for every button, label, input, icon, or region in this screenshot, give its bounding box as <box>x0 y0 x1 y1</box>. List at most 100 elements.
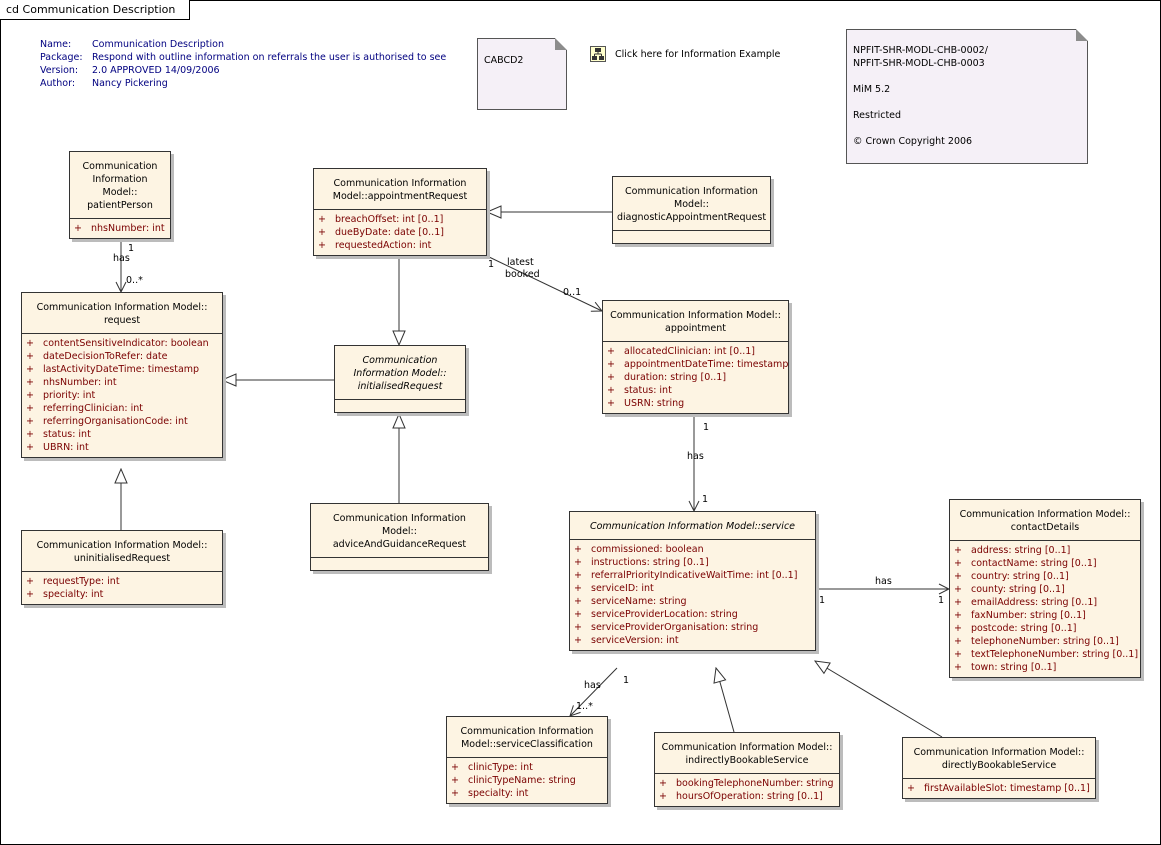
class-attribute: USRN: string <box>607 397 788 410</box>
note-restricted: Restricted <box>853 110 902 121</box>
class-attribute: telephoneNumber: string [0..1] <box>954 635 1140 648</box>
class-attribute: serviceProviderOrganisation: string <box>574 621 815 634</box>
class-name-line: Communication Information Model:: <box>913 747 1085 758</box>
class-name-line: diagnosticAppointmentRequest <box>617 212 767 223</box>
class-attributes: contentSensitiveIndicator: boolean dateD… <box>22 334 222 457</box>
class-name-line: initialisedRequest <box>357 381 443 392</box>
class-attribute: serviceName: string <box>574 595 815 608</box>
class-indirectly-bookable-service[interactable]: Communication Information Model:: indire… <box>654 732 840 807</box>
class-attribute: UBRN: int <box>26 441 222 454</box>
class-attribute: county: string [0..1] <box>954 583 1140 596</box>
class-attribute: requestedAction: int <box>318 239 486 252</box>
header-key: Package: <box>40 52 83 63</box>
assoc-label: has <box>113 253 130 264</box>
class-name-line: Communication Information <box>333 513 466 524</box>
class-initialised-request[interactable]: Communication Information Model:: initia… <box>334 345 466 413</box>
class-name-line: Communication Information Model:: <box>959 509 1131 520</box>
class-attribute: priority: int <box>26 389 222 402</box>
multiplicity: 1 <box>819 595 826 606</box>
class-name-line: contactDetails <box>1010 522 1080 533</box>
class-attributes <box>335 400 465 412</box>
class-service[interactable]: Communication Information Model::service… <box>569 511 816 651</box>
class-name: Communication Information Model:: initia… <box>335 346 465 400</box>
class-attribute: status: int <box>26 428 222 441</box>
class-name-line: Model:: <box>102 187 138 198</box>
class-name-line: Information Model:: <box>353 368 447 379</box>
class-service-classification[interactable]: Communication Information Model::service… <box>446 716 608 804</box>
info-example-link[interactable]: Click here for Information Example <box>590 46 780 62</box>
class-attribute: bookingTelephoneNumber: string <box>659 777 839 790</box>
diagram-tab[interactable]: cd Communication Description <box>0 0 191 20</box>
assoc-label: has <box>687 451 704 462</box>
multiplicity: 1 <box>702 494 709 505</box>
class-name: Communication Information Model::appoint… <box>314 169 486 210</box>
class-name-line: Model::serviceClassification <box>461 739 593 750</box>
note-metadata[interactable]: NPFIT-SHR-MODL-CHB-0002/ NPFIT-SHR-MODL-… <box>846 29 1088 164</box>
header-value: Communication Description <box>92 39 225 50</box>
class-name-line: indirectlyBookableService <box>685 755 809 766</box>
class-name-line: Model:: <box>674 199 709 210</box>
multiplicity: 0..1 <box>563 287 582 298</box>
class-name: Communication Information Model:: uninit… <box>22 531 222 572</box>
class-name: Communication Information Model:: reques… <box>22 293 222 334</box>
class-name-line: patientPerson <box>87 200 153 211</box>
class-name-line: Communication Information Model:: <box>36 540 208 551</box>
class-request[interactable]: Communication Information Model:: reques… <box>21 292 223 458</box>
gen-indirectly-service[interactable] <box>716 668 735 733</box>
multiplicity: 1..* <box>576 701 593 712</box>
class-patient-person[interactable]: Communication Information Model:: patien… <box>69 151 171 239</box>
assoc-appointmentrequest-appointment[interactable] <box>486 255 602 311</box>
class-name-line: Communication <box>82 161 158 172</box>
class-appointment[interactable]: Communication Information Model:: appoin… <box>602 300 789 414</box>
class-name-line: Model:: <box>382 526 417 537</box>
note-cabcd[interactable]: CABCD2 <box>477 38 567 110</box>
class-attribute: nhsNumber: int <box>26 376 222 389</box>
class-attribute: contentSensitiveIndicator: boolean <box>26 337 222 350</box>
class-name-line: request <box>103 315 141 326</box>
multiplicity: 1 <box>703 422 710 433</box>
class-appointment-request[interactable]: Communication Information Model::appoint… <box>313 168 487 256</box>
assoc-service-classification[interactable] <box>570 667 618 716</box>
note-fold-icon <box>1076 29 1088 41</box>
class-name-line: Model::appointmentRequest <box>332 191 468 202</box>
gen-directly-service[interactable] <box>815 661 943 738</box>
class-attribute: specialty: int <box>451 787 607 800</box>
class-attribute: referralPriorityIndicativeWaitTime: int … <box>574 569 815 582</box>
class-diagnostic-appointment-request[interactable]: Communication Information Model:: diagno… <box>612 176 771 244</box>
class-attributes: bookingTelephoneNumber: string hoursOfOp… <box>655 774 839 806</box>
class-name: Communication Information Model:: diagno… <box>613 177 770 231</box>
class-attribute: specialty: int <box>26 588 222 601</box>
class-name-line: Communication Information Model:: <box>610 310 781 321</box>
header-key: Author: <box>40 78 76 89</box>
class-attributes: requestType: int specialty: int <box>22 572 222 604</box>
class-attribute: hoursOfOperation: string [0..1] <box>659 790 839 803</box>
class-attribute: clinicTypeName: string <box>451 774 607 787</box>
note-doc-ref: NPFIT-SHR-MODL-CHB-0003 <box>853 58 985 69</box>
class-advice-guidance-request[interactable]: Communication Information Model:: advice… <box>310 503 489 571</box>
class-name: Communication Information Model:: appoin… <box>603 301 788 342</box>
class-directly-bookable-service[interactable]: Communication Information Model:: direct… <box>902 737 1096 799</box>
class-attribute: dateDecisionToRefer: date <box>26 350 222 363</box>
class-name: Communication Information Model::service… <box>447 717 607 758</box>
header-key: Version: <box>40 65 79 76</box>
class-attribute: textTelephoneNumber: string [0..1] <box>954 648 1140 661</box>
class-attributes: allocatedClinician: int [0..1] appointme… <box>603 342 788 413</box>
class-uninitialised-request[interactable]: Communication Information Model:: uninit… <box>21 530 223 605</box>
multiplicity: 0..* <box>126 275 143 286</box>
class-attributes: clinicType: int clinicTypeName: string s… <box>447 758 607 803</box>
header-value: Nancy Pickering <box>92 78 168 89</box>
class-attribute: serviceProviderLocation: string <box>574 608 815 621</box>
class-attribute: status: int <box>607 384 788 397</box>
class-attribute: contactName: string [0..1] <box>954 557 1140 570</box>
note-copyright: © Crown Copyright 2006 <box>853 136 973 147</box>
class-contact-details[interactable]: Communication Information Model:: contac… <box>949 499 1141 678</box>
class-attribute: allocatedClinician: int [0..1] <box>607 345 788 358</box>
class-name-line: adviceAndGuidanceRequest <box>332 539 467 550</box>
class-attribute: requestType: int <box>26 575 222 588</box>
assoc-label: booked <box>505 269 540 280</box>
multiplicity: 1 <box>938 595 945 606</box>
class-name: Communication Information Model:: indire… <box>655 733 839 774</box>
class-attributes: nhsNumber: int <box>70 219 170 238</box>
class-attributes <box>311 558 488 570</box>
